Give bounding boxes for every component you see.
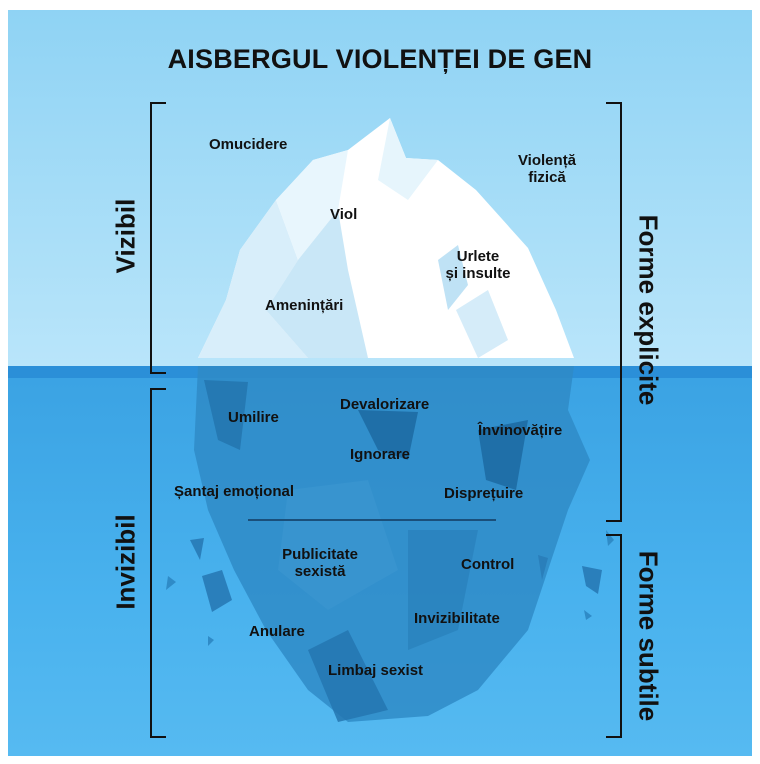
label-viol: Viol — [330, 206, 358, 223]
divider-line — [248, 519, 496, 521]
label-urlete: Urlete și insulte — [428, 248, 528, 282]
label-violenta-line2: fizică — [528, 169, 566, 186]
iceberg-illustration — [166, 118, 614, 722]
label-anulare: Anulare — [249, 623, 305, 640]
label-visible: Vizibil — [110, 198, 141, 274]
label-amenintari: Amenințări — [265, 297, 344, 314]
label-dispretuire: Disprețuire — [444, 485, 524, 502]
label-control: Control — [461, 556, 515, 573]
label-invinovatire: Învinovățire — [478, 422, 563, 439]
label-urlete-line2: și insulte — [445, 265, 511, 282]
label-publicitate-line2: sexistă — [294, 563, 346, 580]
label-invizibilitate: Invizibilitate — [414, 610, 500, 627]
bracket-visible — [150, 102, 166, 374]
iceberg-infographic: AISBERGUL VIOLENȚEI DE GEN Vizibil Inviz… — [8, 10, 752, 756]
label-violenta-line1: Violență — [517, 152, 577, 169]
ice-shards — [166, 530, 614, 646]
bracket-subtle — [606, 534, 622, 738]
label-explicit: Forme explicite — [633, 214, 664, 406]
label-subtle: Forme subtile — [633, 550, 664, 722]
label-omucidere: Omucidere — [209, 136, 288, 153]
label-urlete-line1: Urlete — [456, 248, 500, 265]
label-umilire: Umilire — [228, 409, 279, 426]
label-devalorizare: Devalorizare — [340, 396, 430, 413]
label-publicitate-line1: Publicitate — [282, 546, 358, 563]
label-violenta-fizica: Violență fizică — [502, 152, 592, 186]
iceberg-underwater — [194, 366, 590, 722]
label-ignorare: Ignorare — [350, 446, 411, 463]
page-title: AISBERGUL VIOLENȚEI DE GEN — [167, 44, 593, 74]
label-publicitate: Publicitate sexistă — [260, 546, 380, 580]
iceberg-tip — [198, 118, 574, 358]
bracket-invisible — [150, 388, 166, 738]
bracket-explicit — [606, 102, 622, 522]
label-invisible: Invizibil — [110, 514, 141, 610]
label-limbaj-sexist: Limbaj sexist — [328, 662, 424, 679]
label-santaj: Șantaj emoțional — [174, 483, 295, 500]
